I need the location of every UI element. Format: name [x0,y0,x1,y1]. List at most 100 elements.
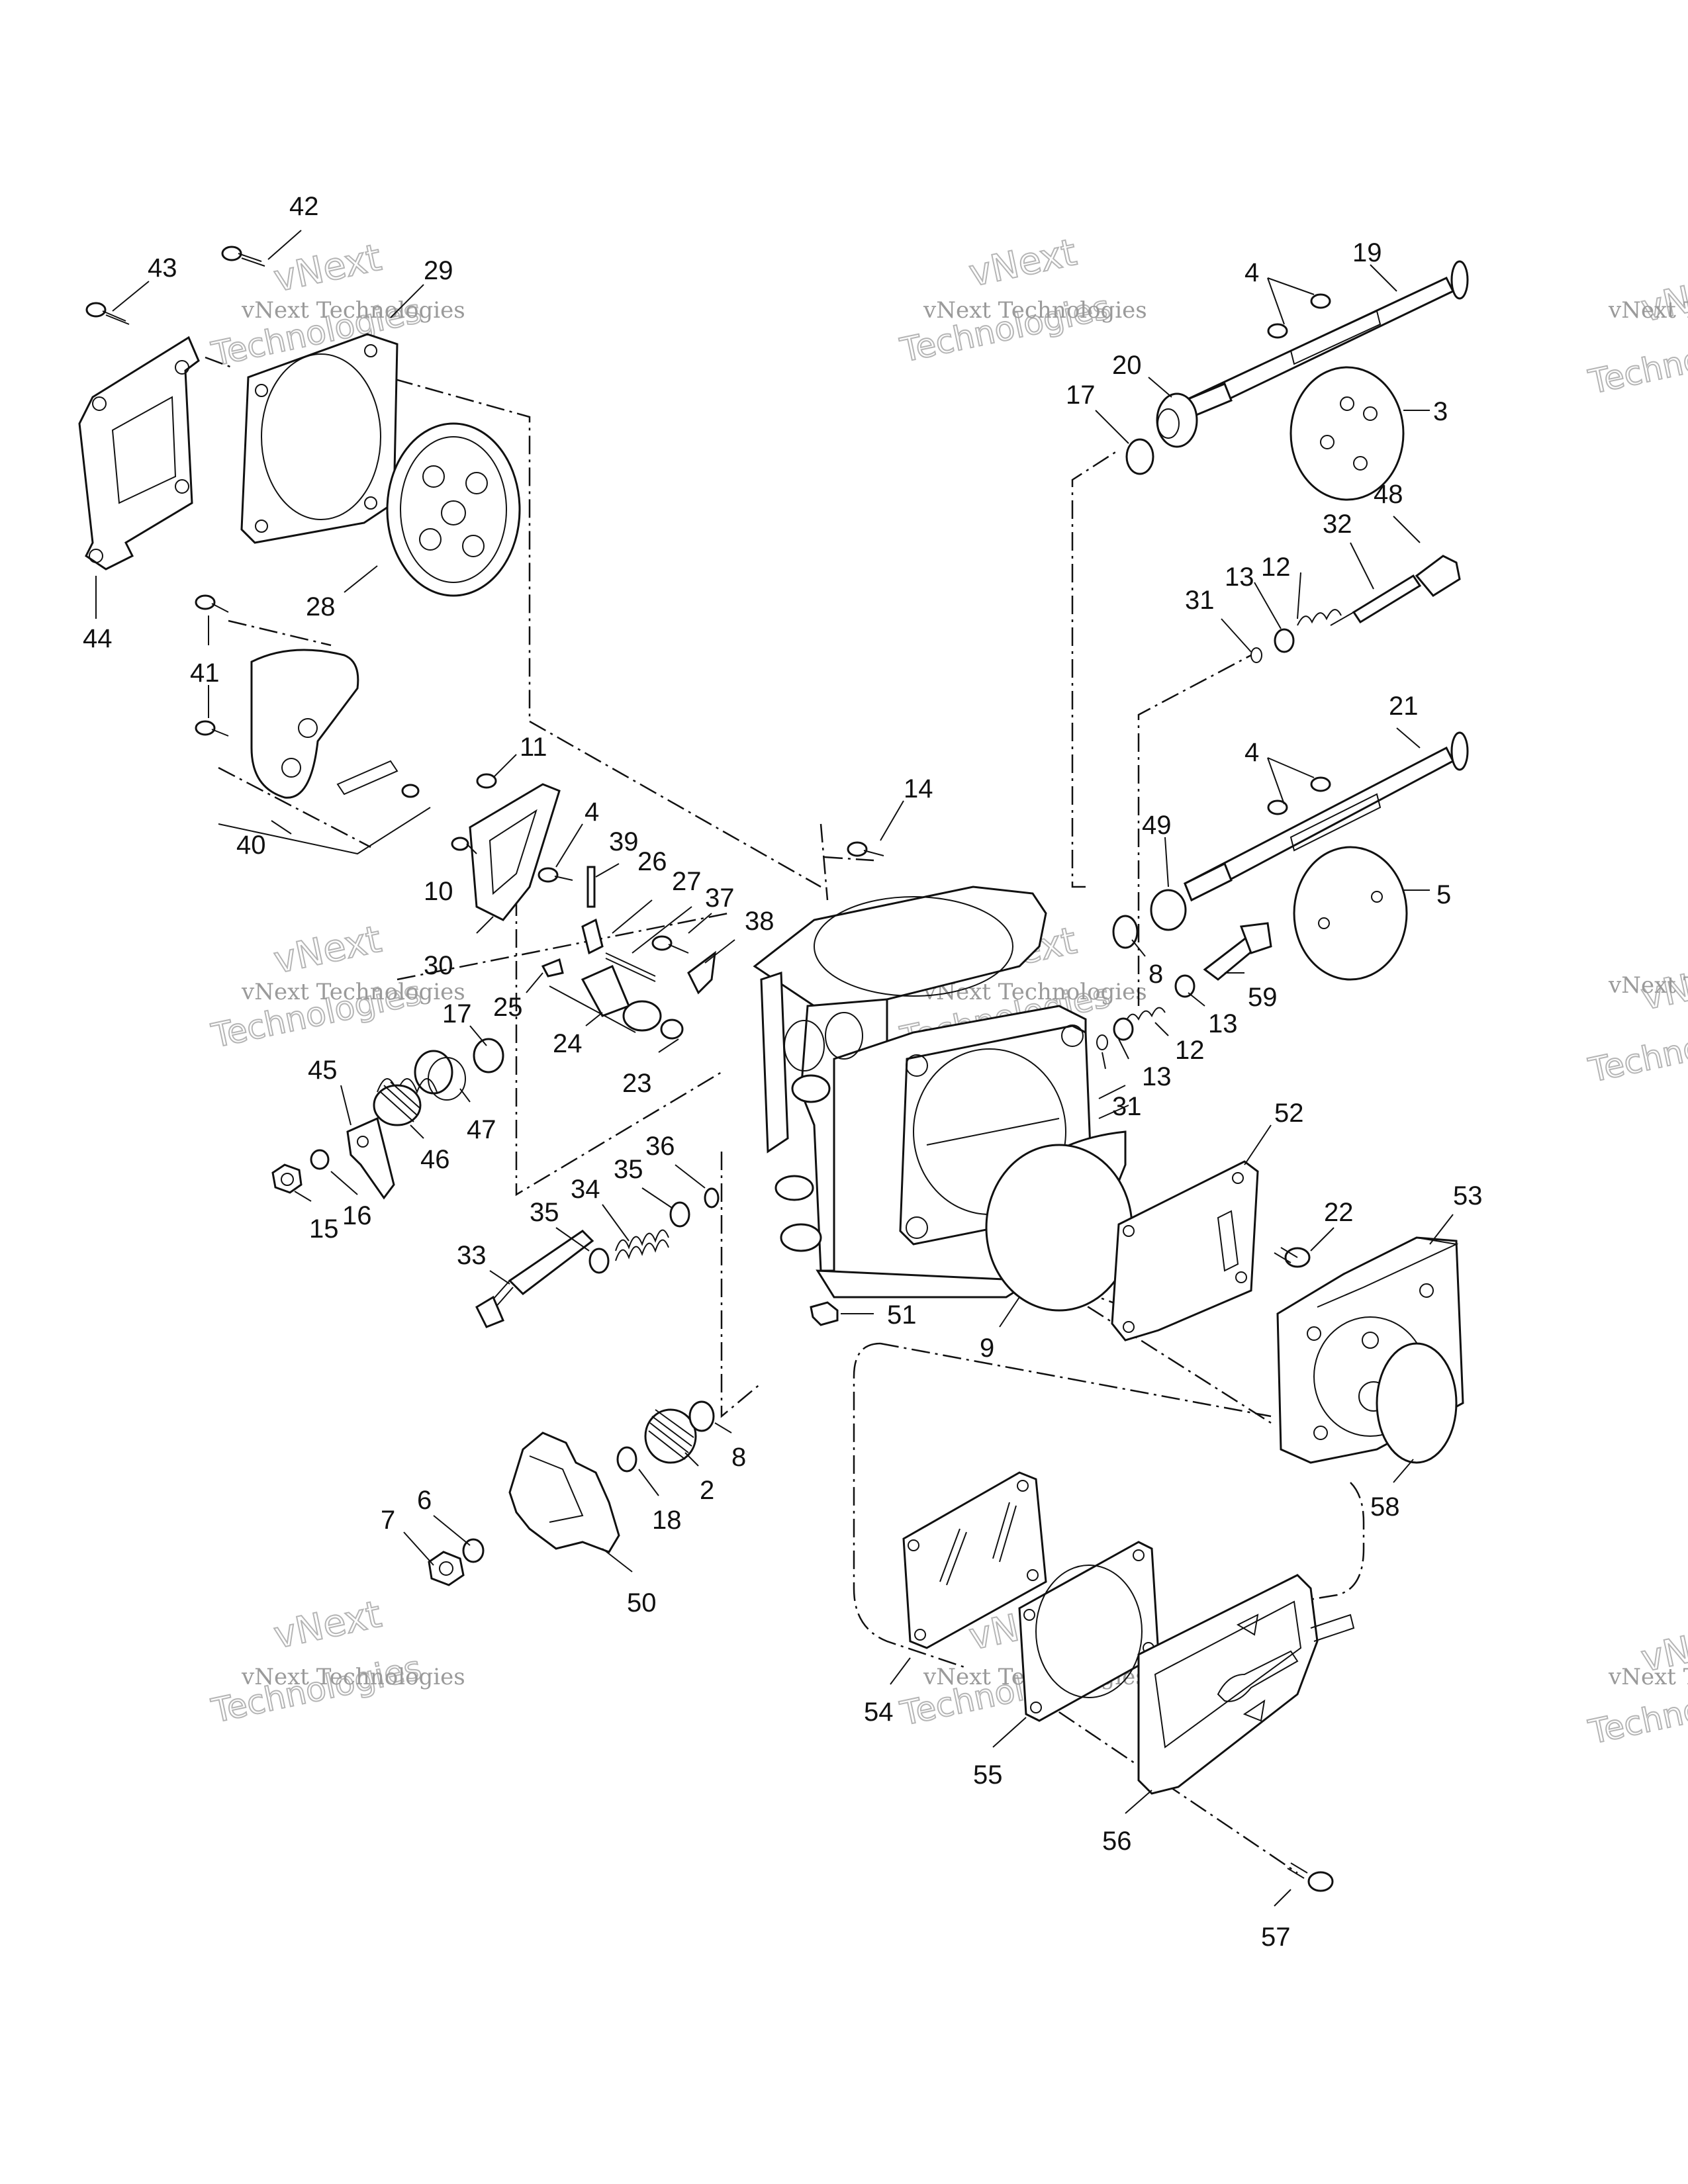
spring-34 [615,1229,669,1261]
lever-50 [508,1432,620,1553]
callout-33: 33 [457,1241,487,1270]
sleeve-47 [414,1050,466,1101]
callout-14: 14 [904,774,933,803]
callout-16: 16 [342,1201,372,1230]
callout-29: 29 [424,256,453,285]
callout-51: 51 [887,1300,917,1330]
callout-13-low: 13 [1142,1062,1172,1091]
watermark-text: vNext Technologies [923,297,1147,324]
bracket-44 [78,336,200,570]
watermark-line-vnext: vNext [965,231,1080,296]
watermark: vNext Technologies [1585,265,1688,402]
callout-42: 42 [289,192,319,221]
watermark-line-vnext: vNext [270,918,385,983]
callout-43: 43 [148,253,177,283]
washer-16 [310,1149,330,1170]
spring-2 [644,1408,697,1464]
callout-55: 55 [973,1760,1003,1790]
callout-10: 10 [424,877,453,906]
callout-19: 19 [1352,238,1382,267]
callout-27: 27 [672,867,702,896]
callout-12-mid: 12 [1175,1036,1205,1065]
nut-7 [428,1551,465,1586]
callout-4-top: 4 [1244,258,1259,287]
callout-17-right: 17 [1066,381,1096,410]
callout-47: 47 [467,1115,496,1144]
pump-cover-56 [1137,1574,1355,1795]
callout-31-top: 31 [1185,586,1215,615]
nut-51 [810,1301,839,1326]
callout-32: 32 [1323,510,1352,539]
diaphragm-28 [386,422,521,597]
washer-35a [588,1248,610,1274]
washer-13-top [1274,628,1295,653]
screw-14 [847,841,868,857]
callout-31-low: 31 [1112,1092,1142,1121]
callout-52: 52 [1274,1099,1304,1128]
callout-22: 22 [1324,1198,1354,1227]
callout-48: 48 [1374,480,1403,509]
plate-3 [1289,366,1405,501]
clip-38 [687,950,716,995]
parts [78,246,1469,1892]
oring-17-left [473,1038,504,1073]
watermark-line-vnext: vNext [270,1593,385,1658]
screw-41-top [195,594,229,613]
washer-35b [669,1201,690,1228]
leader-lines [95,230,1454,1907]
screw-4-mid [1310,776,1331,792]
ring-31-top [1250,647,1262,663]
callout-4-mid: 4 [1244,738,1259,767]
spring-12-top [1297,609,1342,626]
watermark-line-technologies: Technologies [1585,1008,1688,1090]
callout-23: 23 [622,1069,652,1098]
plate-5 [1293,846,1408,981]
callout-17-left: 17 [442,999,472,1028]
callout-38: 38 [745,907,774,936]
bushing-20 [1156,392,1198,448]
watermark-line-vnext: vNext [270,236,385,301]
callout-35-upper: 35 [614,1155,643,1184]
ring-8-lower [688,1400,715,1432]
jet-23 [622,1000,662,1032]
watermark-line-technologies: Technologies [1585,320,1688,402]
callout-11: 11 [520,733,547,762]
nut-15 [271,1163,303,1194]
plate-52 [1111,1160,1259,1342]
callout-41: 41 [190,659,220,688]
callout-44: 44 [83,624,113,653]
oring-8-upper [1112,915,1139,949]
callout-57: 57 [1261,1923,1291,1952]
callout-35-lower: 35 [530,1198,559,1227]
callout-26: 26 [637,847,667,876]
watermark-text: vNext Technologies [1608,297,1688,324]
callout-8-upper: 8 [1149,960,1163,989]
callout-24: 24 [553,1029,583,1058]
spring-46 [373,1078,438,1126]
callout-58: 58 [1370,1492,1400,1522]
callout-3: 3 [1433,397,1448,426]
oring-58 [1376,1342,1458,1464]
washer-13-mid [1174,974,1196,998]
callout-40: 40 [236,831,266,860]
callout-numbers: 42 43 29 44 28 41 40 11 10 30 4 39 26 27… [83,192,1483,1952]
shaft-21 [1184,731,1469,902]
screw-37 [651,935,673,951]
watermark-text: vNext Technologies [241,979,465,1005]
watermark-text: vNext Technologies [923,979,1147,1005]
callout-2: 2 [700,1476,714,1505]
callout-20: 20 [1112,351,1142,380]
diaphragm-9 [985,1144,1133,1312]
callout-7: 7 [381,1506,395,1535]
ring-31-low [1096,1034,1108,1050]
callout-6: 6 [417,1486,432,1515]
callout-34: 34 [571,1175,600,1204]
callout-21: 21 [1389,692,1419,721]
callout-54: 54 [864,1698,894,1727]
washer-6 [462,1538,485,1563]
callout-49: 49 [1142,811,1172,840]
watermark-text: vNext Technologies [241,297,465,324]
watermark: vNext Technologies [1585,954,1688,1091]
callout-30: 30 [424,951,453,980]
callout-50: 50 [627,1588,657,1617]
